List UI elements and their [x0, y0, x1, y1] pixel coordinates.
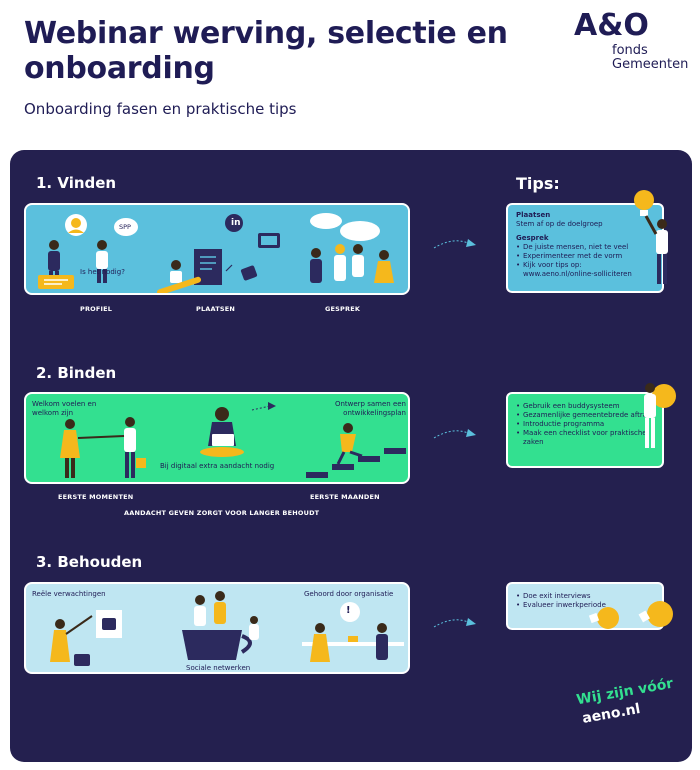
list-item: Experimenteer met de vorm — [516, 252, 654, 261]
ao-fonds-logo: A&O fonds Gemeenten — [566, 8, 689, 74]
tips-card-vinden: Plaatsen Stem af op de doelgroep Gesprek… — [506, 203, 664, 293]
welkom-illustration — [60, 417, 146, 478]
tip-text-plaatsen: Stem af op de doelgroep — [516, 220, 603, 228]
gehoord-illustration — [302, 602, 404, 662]
phase-title-binden: 2. Binden — [36, 364, 117, 382]
list-item: Kijk voor tips op: www.aeno.nl/online-so… — [516, 261, 654, 279]
list-item: Introductie programma — [516, 420, 654, 429]
tip-list-binden: Gebruik een buddysysteem Gezamenlijke ge… — [516, 402, 654, 447]
lightbulbs-illustration — [588, 601, 673, 629]
plaatsen-illustration — [156, 214, 280, 293]
netwerken-text: Sociale netwerken — [186, 664, 251, 672]
tip-heading-plaatsen: Plaatsen — [516, 211, 551, 219]
card-binden: Welkom voelen en welkom zijn Bij digitaa… — [24, 392, 410, 484]
tips-card-behouden: Doe exit interviews Evalueer inwerkperio… — [506, 582, 664, 630]
logo-mark: A&O — [574, 8, 649, 43]
tip-list-gesprek: De juiste mensen, niet te veel Experimen… — [516, 243, 654, 279]
arrow-right-icon — [433, 239, 476, 249]
gesprek-illustration — [310, 213, 394, 283]
list-item: Maak een checklist voor praktische zaken — [516, 429, 654, 447]
sociale-netwerken-illustration — [182, 591, 259, 660]
is-het-nodig-text: Is het nodig? — [80, 268, 125, 276]
gehoord-text: Gehoord door organisatie — [304, 590, 394, 598]
card-vinden: SPP Is het nodig? in — [24, 203, 410, 295]
verwachtingen-illustration — [50, 610, 122, 666]
arrow-right-icon — [433, 618, 476, 628]
phase-title-vinden: 1. Vinden — [36, 174, 117, 192]
logo-line-gemeenten: Gemeenten — [612, 57, 689, 72]
logo-line-fonds: fonds — [612, 43, 648, 58]
person-lightbulb-illustration — [644, 383, 676, 448]
exclamation-icon: ! — [346, 605, 351, 616]
infographic-panel: 1. Vinden Tips: SPP Is het nodig? — [10, 150, 692, 762]
caption-plaatsen: PLAATSEN — [196, 305, 236, 313]
welkom-text: Welkom voelen en welkom zijn — [32, 400, 97, 417]
profiel-illustration — [38, 214, 138, 289]
spp-bubble-text: SPP — [119, 223, 131, 231]
page-title: Webinar werving, selectie en onboarding — [24, 16, 508, 86]
card-behouden: Reële verwachtingen Sociale netwerken Ge… — [24, 582, 410, 674]
tips-card-binden: Gebruik een buddysysteem Gezamenlijke ge… — [506, 392, 664, 468]
caption-eerste-momenten: EERSTE MOMENTEN — [58, 493, 134, 501]
list-item: Gezamenlijke gemeentebrede aftrap — [516, 411, 654, 420]
digitaal-text: Bij digitaal extra aandacht nodig — [160, 462, 275, 470]
tip-list-behouden: Doe exit interviews Evalueer inwerkperio… — [516, 592, 654, 610]
ontwerp-text: Ontwerp samen een ontwikkelingsplan — [334, 400, 406, 417]
ontwerp-illustration — [306, 423, 406, 478]
tip-heading-gesprek: Gesprek — [516, 234, 549, 242]
caption-profiel: PROFIEL — [80, 305, 113, 313]
tips-title: Tips: — [516, 174, 560, 193]
phase-title-behouden: 3. Behouden — [36, 553, 143, 571]
person-lightbulb-illustration — [634, 190, 668, 284]
linkedin-icon: in — [231, 218, 241, 228]
verwachtingen-text: Reële verwachtingen — [32, 590, 106, 598]
digitaal-illustration — [200, 402, 276, 457]
caption-gesprek: GESPREK — [325, 305, 361, 313]
page-subtitle: Onboarding fasen en praktische tips — [24, 100, 297, 118]
list-item: De juiste mensen, niet te veel — [516, 243, 654, 252]
list-item: Doe exit interviews — [516, 592, 654, 601]
arrow-right-icon — [433, 429, 476, 439]
list-item: Evalueer inwerkperiode — [516, 601, 654, 610]
caption-aandacht: AANDACHT GEVEN ZORGT VOOR LANGER BEHOUDT — [124, 509, 320, 517]
list-item: Gebruik een buddysysteem — [516, 402, 654, 411]
caption-eerste-maanden: EERSTE MAANDEN — [310, 493, 380, 501]
